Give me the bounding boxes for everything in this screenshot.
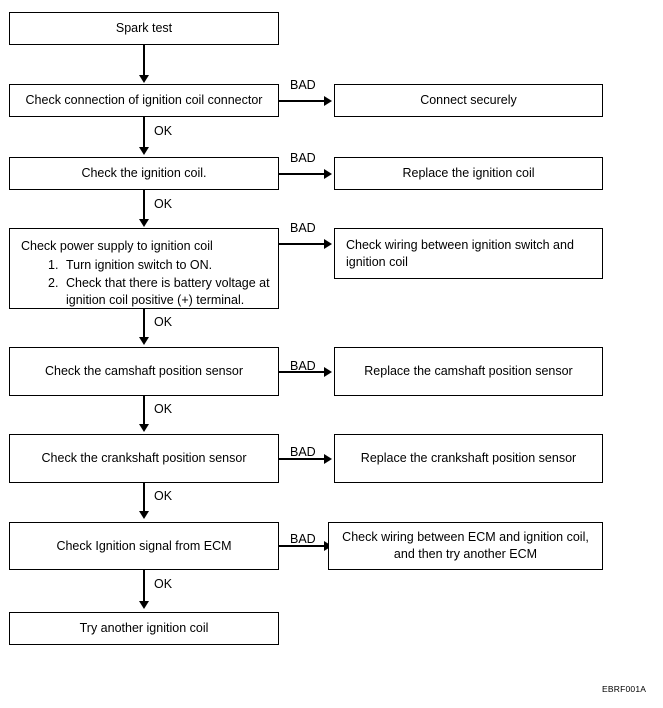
node-label: Check power supply to ignition coil (21, 239, 213, 253)
connector-step2-to-step3 (143, 190, 145, 220)
connector-step4-to-step5 (143, 396, 145, 424)
node-check-camshaft-sensor: Check the camshaft position sensor (9, 347, 279, 396)
arrow-down-icon (139, 601, 149, 609)
node-check-crankshaft-sensor: Check the crankshaft position sensor (9, 434, 279, 483)
edge-label-bad: BAD (290, 221, 316, 235)
connector-start-to-step1 (143, 45, 145, 77)
connector-step6-bad (279, 545, 325, 547)
node-label: Check the camshaft position sensor (44, 364, 244, 379)
edge-label-ok: OK (154, 489, 173, 503)
edge-label-bad: BAD (290, 359, 316, 373)
node-connect-securely: Connect securely (334, 84, 603, 117)
connector-step1-bad (279, 100, 325, 102)
node-label: Try another ignition coil (79, 621, 209, 636)
list-item-text: Turn ignition switch to ON. (66, 257, 213, 272)
node-replace-crankshaft-sensor: Replace the crankshaft position sensor (334, 434, 603, 483)
arrow-down-icon (139, 147, 149, 155)
node-check-ignition-coil: Check the ignition coil. (9, 157, 279, 190)
edge-label-ok: OK (154, 197, 173, 211)
edge-label-bad: BAD (290, 78, 316, 92)
arrow-right-icon (324, 454, 332, 464)
node-try-another-ignition-coil: Try another ignition coil (9, 612, 279, 645)
node-label: Replace the ignition coil (402, 166, 535, 181)
node-label: Check Ignition signal from ECM (56, 538, 232, 553)
connector-step3-bad (279, 243, 325, 245)
edge-label-ok: OK (154, 402, 173, 416)
arrow-down-icon (139, 424, 149, 432)
arrow-down-icon (139, 75, 149, 83)
node-label: Check wiring between ignition switch and… (346, 237, 574, 269)
node-label: Replace the camshaft position sensor (364, 364, 573, 379)
connector-step5-to-step6 (143, 483, 145, 511)
arrow-down-icon (139, 511, 149, 519)
list-item: 1. Turn ignition switch to ON. (48, 257, 278, 274)
edge-label-bad: BAD (290, 151, 316, 165)
arrow-right-icon (324, 169, 332, 179)
node-label: Check the ignition coil. (81, 166, 207, 181)
list-item-number: 2. (48, 275, 59, 290)
list-item: 2. Check that there is battery voltage a… (48, 275, 278, 309)
node-spark-test: Spark test (9, 12, 279, 45)
edge-label-bad: BAD (290, 445, 316, 459)
node-check-ignition-signal-ecm: Check Ignition signal from ECM (9, 522, 279, 570)
connector-step4-bad (279, 371, 325, 373)
list-item-text: Check that there is battery voltage at i… (66, 275, 270, 307)
arrow-right-icon (324, 96, 332, 106)
edge-label-ok: OK (154, 577, 173, 591)
node-label: Spark test (115, 21, 173, 36)
edge-label-bad: BAD (290, 532, 316, 546)
node-label: Connect securely (420, 93, 517, 108)
node-label: Check wiring between ECM and ignition co… (342, 530, 589, 561)
node-label: Check the crankshaft position sensor (41, 451, 247, 466)
edge-label-ok: OK (154, 124, 173, 138)
arrow-down-icon (139, 337, 149, 345)
connector-step2-bad (279, 173, 325, 175)
node-replace-camshaft-sensor: Replace the camshaft position sensor (334, 347, 603, 396)
arrow-right-icon (324, 367, 332, 377)
node-step-list: 1. Turn ignition switch to ON. 2. Check … (10, 257, 278, 309)
node-check-connector: Check connection of ignition coil connec… (9, 84, 279, 117)
connector-step6-to-end (143, 570, 145, 602)
connector-step3-to-step4 (143, 309, 145, 338)
node-label: Replace the crankshaft position sensor (360, 451, 577, 466)
node-check-power-supply: Check power supply to ignition coil 1. T… (9, 228, 279, 309)
node-check-wiring-ecm: Check wiring between ECM and ignition co… (328, 522, 603, 570)
arrow-down-icon (139, 219, 149, 227)
edge-label-ok: OK (154, 315, 173, 329)
node-label: Check connection of ignition coil connec… (25, 93, 263, 108)
node-check-wiring-ignition-switch: Check wiring between ignition switch and… (334, 228, 603, 279)
connector-step5-bad (279, 458, 325, 460)
arrow-right-icon (324, 239, 332, 249)
list-item-number: 1. (48, 257, 59, 272)
connector-step1-to-step2 (143, 117, 145, 147)
figure-id-code: EBRF001A (602, 684, 647, 694)
node-replace-ignition-coil: Replace the ignition coil (334, 157, 603, 190)
